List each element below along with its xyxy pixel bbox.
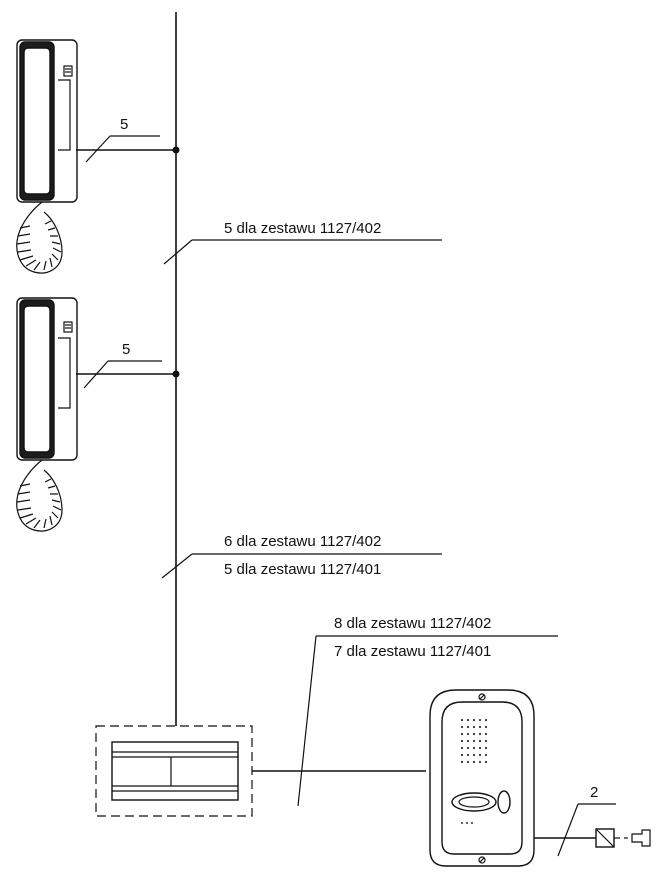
lock-wire-count: 2 [590, 784, 598, 801]
bus-mid-label-2: 5 dla zestawu 1127/401 [224, 561, 381, 578]
bus-mid-label-1: 6 dla zestawu 1127/402 [224, 533, 381, 550]
handset-1-cord [16, 201, 63, 274]
bus-top-label: 5 dla zestawu 1127/402 [224, 220, 381, 237]
electric-lock [595, 828, 651, 848]
panel-wire-label-1: 8 dla zestawu 1127/402 [334, 615, 491, 632]
handset-1 [16, 39, 78, 274]
speaker-grille [460, 718, 488, 764]
handset-2-wire-count: 5 [122, 341, 130, 358]
call-button [451, 792, 497, 812]
junction-1 [172, 146, 180, 154]
handset-1-wire-count: 5 [120, 116, 128, 133]
handset-2-cord [16, 459, 63, 532]
junction-2 [172, 370, 180, 378]
nameplate-light [497, 790, 511, 814]
power-supply-unit [95, 725, 253, 817]
outdoor-call-panel [429, 689, 535, 867]
handset-2 [16, 297, 78, 532]
panel-wire-label-2: 7 dla zestawu 1127/401 [334, 643, 491, 660]
